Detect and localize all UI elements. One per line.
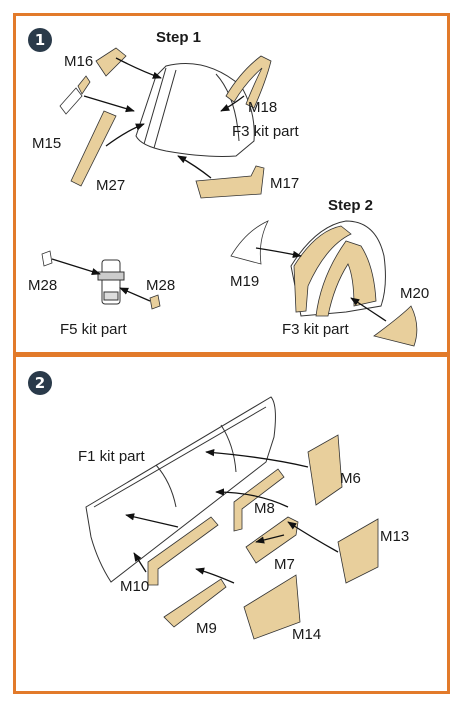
label-m13: M13	[380, 528, 410, 545]
f1-windshield-outline	[85, 396, 276, 583]
mask-canopy-side	[315, 240, 377, 317]
label-m15: M15	[32, 135, 62, 152]
mask-m28-right	[149, 294, 161, 310]
label-f5-kit-part: F5 kit part	[60, 321, 127, 338]
mask-m9	[163, 578, 227, 628]
canopy-frame-line	[143, 67, 177, 149]
label-f3-kit-part-top: F3 kit part	[232, 123, 299, 140]
mask-m15	[59, 87, 83, 115]
label-m8: M8	[254, 500, 275, 517]
label-m16: M16	[64, 53, 94, 70]
label-m6: M6	[340, 470, 361, 487]
label-m27: M27	[96, 177, 126, 194]
label-f1-kit-part: F1 kit part	[78, 448, 145, 465]
mask-m8	[233, 468, 285, 532]
mask-m27	[70, 110, 117, 187]
mask-m18	[225, 55, 272, 109]
mask-m17	[195, 165, 265, 199]
mask-m10	[147, 516, 219, 586]
label-m14: M14	[292, 626, 322, 643]
f1-frame-line	[220, 424, 237, 473]
step-number-badge: 1	[28, 28, 52, 52]
label-f3-kit-part-bottom: F3 kit part	[282, 321, 349, 338]
mask-m6	[307, 434, 343, 506]
step-2-title: Step 2	[328, 197, 374, 214]
label-m18: M18	[248, 99, 278, 116]
label-m28-left: M28	[28, 277, 58, 294]
step-1-title: Step 1	[156, 29, 202, 46]
label-m17: M17	[270, 175, 300, 192]
mask-m15-b	[77, 75, 91, 95]
step-number-badge: 2	[28, 371, 52, 395]
mask-m20	[373, 305, 418, 347]
label-m28-right: M28	[146, 277, 176, 294]
label-m9: M9	[196, 620, 217, 637]
mask-m28-left	[41, 250, 53, 267]
step-panel-2: 2	[13, 354, 450, 694]
step-panel-1: 1	[13, 13, 450, 355]
mask-m14	[243, 574, 301, 640]
label-m20: M20	[400, 285, 430, 302]
canopy-frame-line	[215, 73, 240, 142]
label-m19: M19	[230, 273, 260, 290]
panel-1-illustration	[41, 47, 418, 347]
label-m10: M10	[120, 578, 150, 595]
f1-frame-line	[155, 464, 177, 508]
mask-m13	[337, 518, 379, 584]
mask-m16	[95, 47, 127, 77]
mask-canopy-front	[293, 225, 352, 313]
panel-2-illustration	[85, 396, 379, 640]
label-m7: M7	[274, 556, 295, 573]
mask-m19	[230, 220, 269, 265]
f1-frame-line	[93, 406, 267, 508]
